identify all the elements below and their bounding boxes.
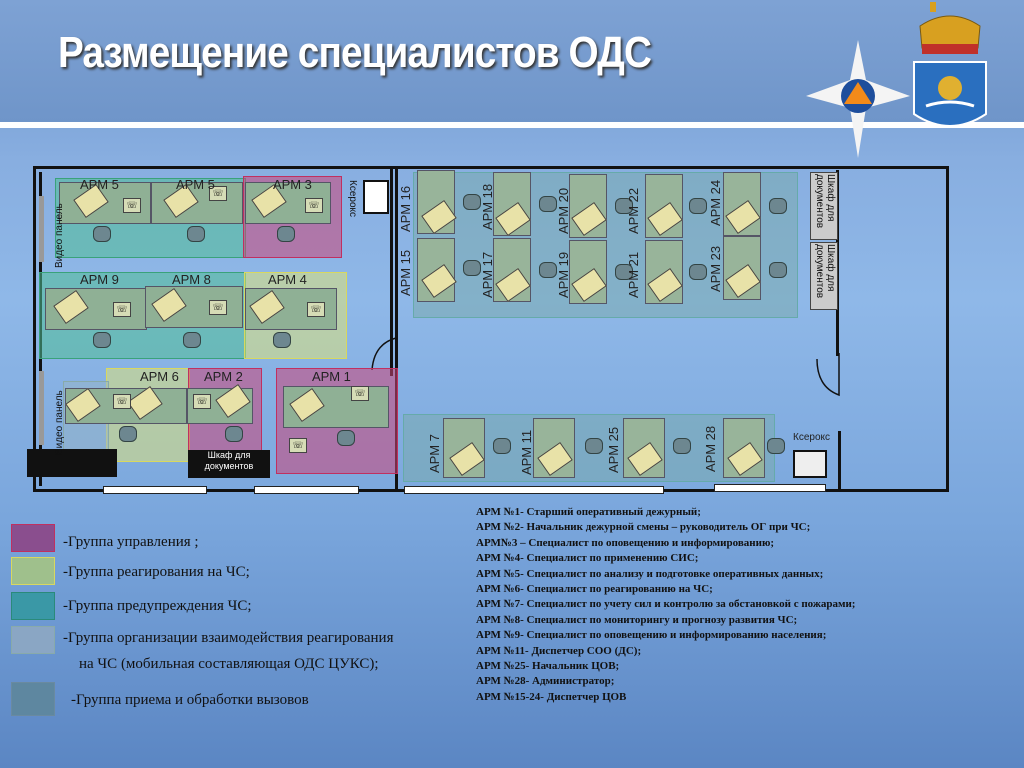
legend-label: -Группа управления ; — [63, 534, 199, 550]
legend-label: -Группа реагирования на ЧС; — [63, 564, 250, 580]
arm-descriptions: АРМ №1- Старший оперативный дежурный; АР… — [476, 505, 855, 705]
note-line: АРМ №5- Специалист по анализу и подготов… — [476, 567, 824, 580]
note-line: АРМ №2- Начальник дежурной смены – руков… — [476, 521, 811, 534]
arm-label: АРМ 25 — [606, 426, 621, 473]
note-line: АРМ №25- Начальник ЦОВ; — [476, 660, 620, 673]
arm-label: АРМ 22 — [626, 187, 641, 234]
legend-label: -Группа организации взаимодействия реаги… — [63, 630, 394, 646]
arm-label: АРМ 23 — [708, 245, 723, 292]
mchs-star-emblem — [806, 40, 910, 158]
page-title: Размещение специалистов ОДС — [58, 28, 652, 77]
arm-label: АРМ 5 — [176, 177, 215, 192]
note-line: АРМ №1- Старший оперативный дежурный; — [476, 506, 701, 518]
floor-plan: ☏ ☏ ☏ ☏ ☏ ☏ ☏ ☏ ☏ ☏ — [27, 166, 949, 494]
arm-label: АРМ 15 — [398, 249, 413, 296]
arm-label: АРМ 28 — [703, 425, 718, 472]
arm-label: АРМ 5 — [80, 177, 119, 192]
arm-label: АРМ 16 — [398, 185, 413, 232]
xerox-bottom-icon — [793, 450, 827, 478]
xerox-label: Ксерокс — [347, 180, 358, 217]
black-cabinet — [27, 449, 117, 477]
legend-label: -Группа приема и обработки вызовов — [71, 692, 309, 708]
legend-label: -Группа предупреждения ЧС; — [63, 598, 252, 614]
xerox-top-icon — [363, 180, 389, 214]
cabinet-label: Шкаф для документов — [814, 174, 836, 229]
note-line: АРМ №11- Диспетчер СОО (ДС); — [476, 644, 642, 657]
video-panel-label: Видео панель — [54, 390, 65, 455]
arm-label: АРМ 21 — [626, 251, 641, 298]
note-line: АРМ №15-24- Диспетчер ЦОВ — [476, 690, 627, 703]
arm-label: АРМ 18 — [480, 183, 495, 230]
arm-label: АРМ 4 — [268, 272, 307, 287]
xerox-label: Ксерокс — [793, 432, 830, 443]
arm-label: АРМ 24 — [708, 179, 723, 226]
arm-label: АРМ 1 — [312, 369, 351, 384]
arm-label: АРМ 11 — [519, 429, 534, 475]
arm-label: АРМ 3 — [273, 177, 312, 192]
arm-label: АРМ 19 — [556, 251, 571, 298]
legend-label: на ЧС (мобильная составляющая ОДС ЦУКС); — [79, 656, 379, 672]
arm-label: АРМ 2 — [204, 369, 243, 384]
arm-label: АРМ 7 — [427, 434, 442, 473]
arm-label: АРМ 6 — [140, 369, 179, 384]
cabinet-left: Шкаф для документов — [188, 450, 270, 478]
legend-swatch-interaction — [11, 626, 55, 654]
arm-label: АРМ 8 — [172, 272, 211, 287]
legend-swatch-calls — [11, 682, 55, 716]
note-line: АРМ №6- Специалист по реагированию на ЧС… — [476, 583, 713, 596]
note-line: АРМ №28- Администратор; — [476, 675, 615, 688]
note-line: АРМ №4- Специалист по применению СИС; — [476, 552, 699, 565]
video-panel-label: Видео панель — [54, 203, 65, 268]
cabinet-label: Шкаф для документов — [814, 244, 836, 299]
arm-label: АРМ 17 — [480, 251, 495, 298]
crowned-shield-emblem — [913, 2, 987, 127]
note-line: АРМ №8- Специалист по мониторингу и прог… — [476, 613, 798, 626]
note-line: АРМ №9- Специалист по оповещению и инфор… — [476, 629, 827, 642]
arm-label: АРМ 9 — [80, 272, 119, 287]
legend-swatch-response — [11, 557, 55, 585]
header-divider — [0, 122, 1024, 128]
legend-swatch-prevention — [11, 592, 55, 620]
legend-swatch-control — [11, 524, 55, 552]
note-line: АРМ№3 – Специалист по оповещению и инфор… — [476, 536, 775, 549]
note-line: АРМ №7- Специалист по учету сил и контро… — [476, 598, 856, 611]
arm-label: АРМ 20 — [556, 187, 571, 234]
